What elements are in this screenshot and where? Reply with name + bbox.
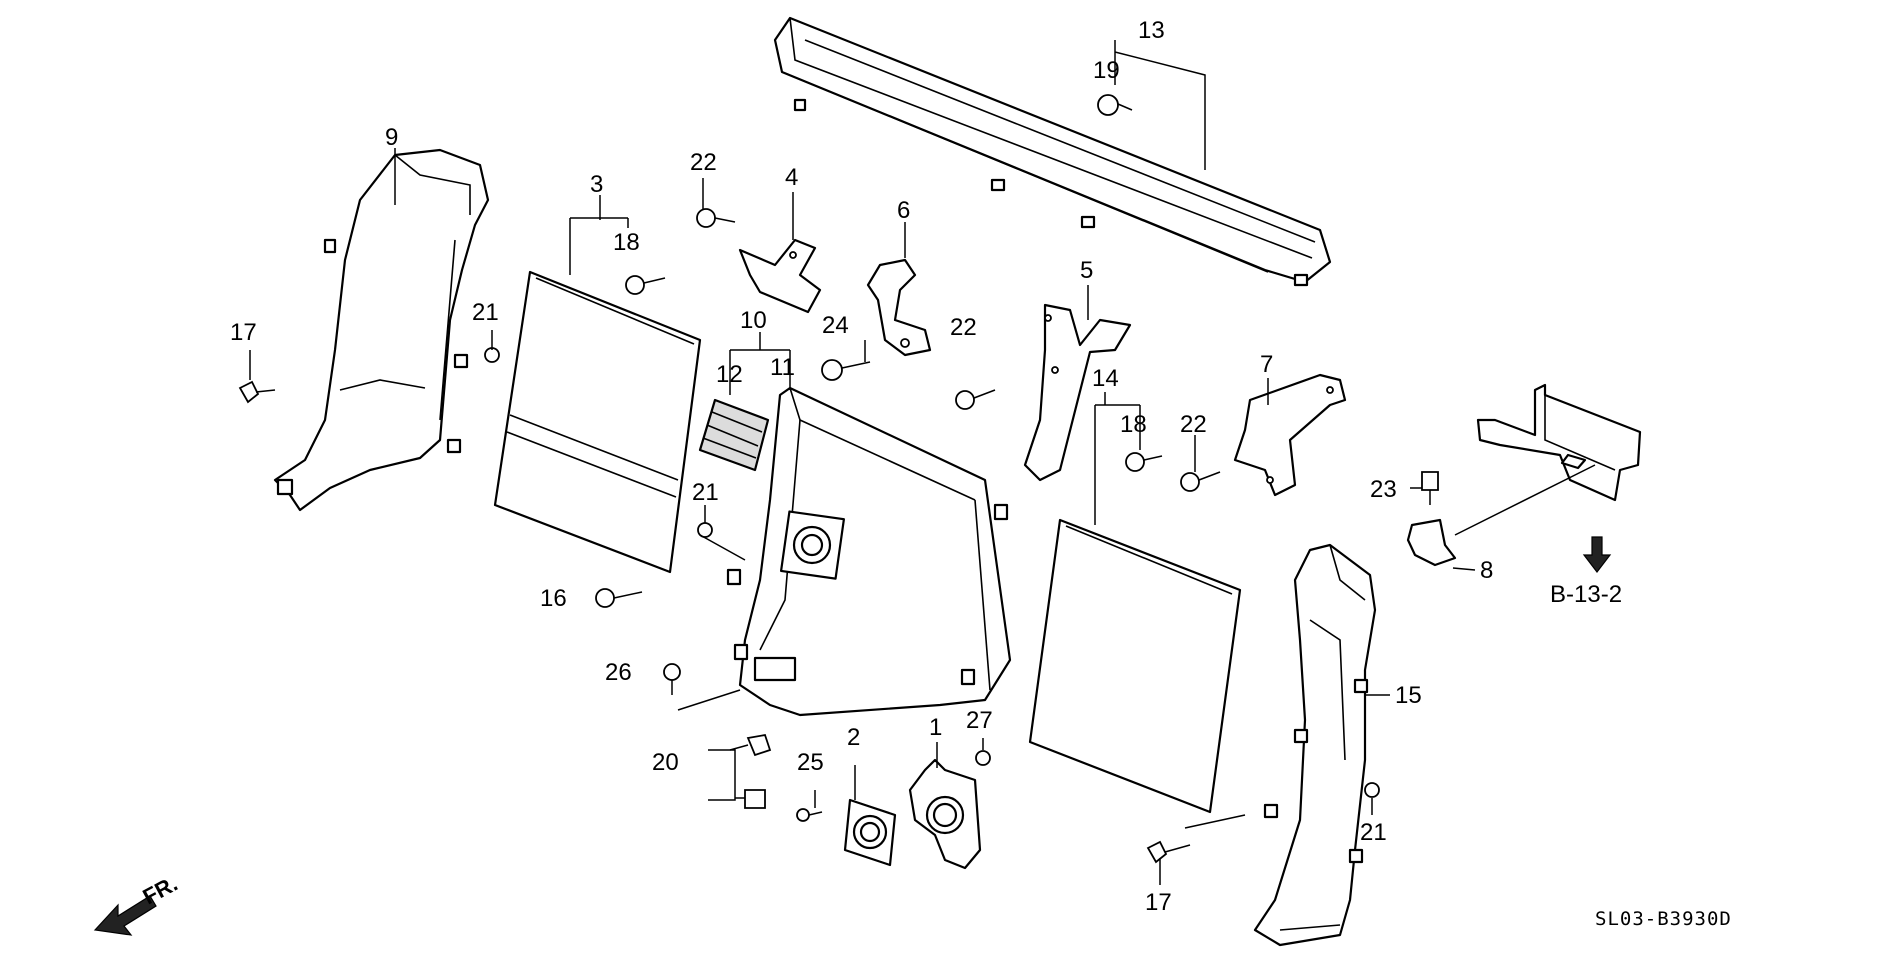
callout-12: 12 (716, 361, 743, 388)
drawing-code: SL03-B3930D (1595, 908, 1732, 930)
part-15-right-pillar-trim (1253, 543, 1377, 947)
fastener-22-a (696, 208, 736, 228)
callout-21-c: 21 (1360, 819, 1387, 846)
callout-6: 6 (897, 197, 910, 224)
part-4-bracket (738, 238, 822, 314)
callout-9: 9 (385, 124, 398, 151)
callout-23: 23 (1370, 476, 1397, 503)
callout-25: 25 (797, 749, 824, 776)
callout-16: 16 (540, 585, 567, 612)
reference-label: B-13-2 (1550, 581, 1622, 608)
fastener-22-c (1180, 471, 1221, 492)
part-14-right-lining-panel (1028, 518, 1242, 814)
callout-1: 1 (929, 714, 942, 741)
callout-4: 4 (785, 164, 798, 191)
callout-20: 20 (652, 749, 679, 776)
callout-5: 5 (1080, 257, 1093, 284)
callout-11: 11 (770, 354, 795, 381)
fastener-17-right (1146, 840, 1191, 864)
callout-7: 7 (1260, 351, 1273, 378)
clip-21-right (1364, 782, 1380, 798)
fastener-16 (595, 588, 643, 608)
callout-13: 13 (1138, 17, 1165, 44)
callout-21-a: 21 (472, 299, 499, 326)
fastener-27 (975, 750, 991, 766)
part-13-upper-trim-rail (773, 16, 1332, 287)
fastener-23 (1421, 471, 1439, 505)
callout-10: 10 (740, 307, 767, 334)
callout-17-b: 17 (1145, 889, 1172, 916)
callout-17-a: 17 (230, 319, 257, 346)
fastener-26 (663, 663, 681, 695)
fastener-18-right (1125, 452, 1163, 472)
callout-24: 24 (822, 312, 849, 339)
fastener-17-left (238, 380, 276, 404)
callout-26: 26 (605, 659, 632, 686)
callout-27: 27 (966, 707, 993, 734)
callout-labels: 9 3 4 22 18 6 13 19 5 10 12 11 24 22 14 … (230, 17, 1493, 916)
callout-22-a: 22 (690, 149, 717, 176)
part-9-left-pillar-trim (273, 148, 490, 512)
part-2-speaker-mount (843, 798, 897, 867)
callout-3: 3 (590, 171, 603, 198)
part-7-bracket (1233, 373, 1347, 497)
clip-20 (744, 733, 772, 809)
part-1-speaker-bracket (908, 758, 982, 870)
fastener-25 (796, 808, 823, 822)
reference-bracket-b-13-2 (1454, 383, 1642, 536)
part-12-textured-pad (698, 398, 770, 472)
fastener-19 (1097, 94, 1133, 116)
callout-8: 8 (1480, 557, 1493, 584)
callout-14: 14 (1092, 365, 1119, 392)
fastener-24 (821, 359, 871, 381)
down-arrow-icon (1582, 536, 1612, 573)
front-direction-indicator: FR. (93, 871, 182, 936)
part-3-left-lining-panel (493, 270, 702, 574)
part-6-bracket (866, 258, 932, 357)
callout-21-b: 21 (692, 479, 719, 506)
callout-15: 15 (1395, 682, 1422, 709)
callout-2: 2 (847, 724, 860, 751)
leader-lines (249, 40, 1476, 885)
fastener-22-b (955, 389, 996, 410)
part-8-bracket (1406, 518, 1457, 567)
callout-22-b: 22 (950, 314, 977, 341)
part-11-center-rear-panel (726, 386, 1012, 717)
front-arrow-icon (93, 895, 157, 936)
callout-18-a: 18 (613, 229, 640, 256)
part-5-bracket (1023, 303, 1132, 482)
callout-18-b: 18 (1120, 411, 1147, 438)
callout-19: 19 (1093, 57, 1120, 84)
clip-21-left (484, 347, 500, 363)
fastener-18-left (625, 275, 666, 295)
callout-22-c: 22 (1180, 411, 1207, 438)
